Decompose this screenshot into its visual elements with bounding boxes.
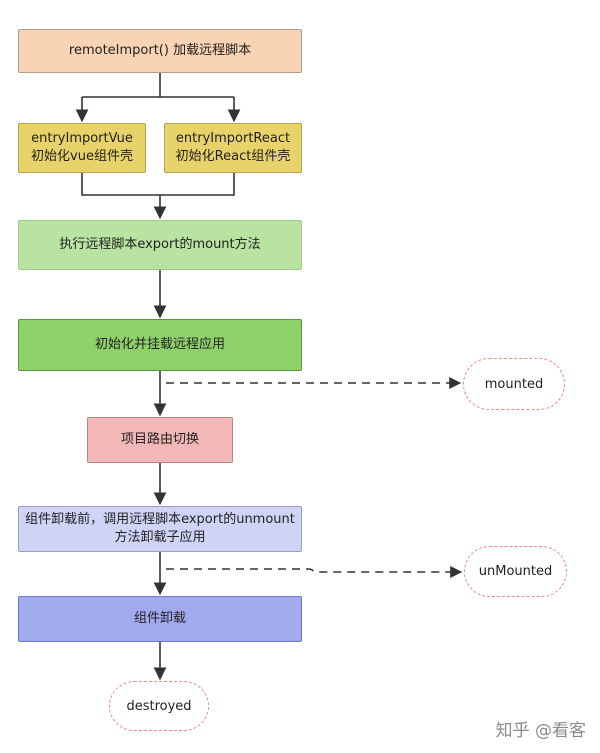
entry-react-title: entryImportReact bbox=[175, 131, 291, 146]
remote-import-label: remoteImport() 加载远程脚本 bbox=[68, 43, 252, 58]
entry-import-react-node: entryImportReact 初始化React组件壳 bbox=[164, 123, 302, 173]
remote-import-node: remoteImport() 加载远程脚本 bbox=[18, 29, 302, 73]
init-mount-node: 初始化并挂载远程应用 bbox=[18, 319, 302, 371]
dashed-arrow-unmounted bbox=[166, 566, 463, 578]
component-unmount-label: 组件卸载 bbox=[133, 611, 186, 626]
watermark: 知乎 @看客 bbox=[495, 721, 586, 741]
destroyed-event: destroyed bbox=[109, 681, 209, 731]
before-unmount-line1: 组件卸载前，调用远程脚本export的unmount bbox=[25, 512, 295, 527]
entry-react-subtitle: 初始化React组件壳 bbox=[175, 149, 291, 164]
connector-split bbox=[82, 73, 234, 98]
route-switch-node: 项目路由切换 bbox=[87, 417, 233, 463]
unmounted-event: unMounted bbox=[464, 546, 567, 597]
mount-export-node: 执行远程脚本export的mount方法 bbox=[18, 220, 302, 270]
unmounted-event-label: unMounted bbox=[478, 564, 553, 579]
mounted-event-label: mounted bbox=[484, 376, 544, 392]
mounted-event: mounted bbox=[463, 358, 565, 410]
before-unmount-line2: 方法卸载子应用 bbox=[114, 530, 206, 545]
entry-import-vue-node: entryImportVue 初始化vue组件壳 bbox=[18, 123, 146, 173]
component-unmount-node: 组件卸载 bbox=[18, 596, 302, 642]
init-mount-label: 初始化并挂载远程应用 bbox=[94, 337, 225, 352]
destroyed-event-label: destroyed bbox=[126, 698, 192, 714]
mount-export-label: 执行远程脚本export的mount方法 bbox=[59, 237, 261, 252]
connector-merge bbox=[81, 173, 235, 196]
before-unmount-node: 组件卸载前，调用远程脚本export的unmount 方法卸载子应用 bbox=[18, 506, 302, 552]
route-switch-label: 项目路由切换 bbox=[120, 432, 199, 447]
entry-vue-subtitle: 初始化vue组件壳 bbox=[31, 149, 133, 164]
entry-vue-title: entryImportVue bbox=[31, 131, 133, 146]
